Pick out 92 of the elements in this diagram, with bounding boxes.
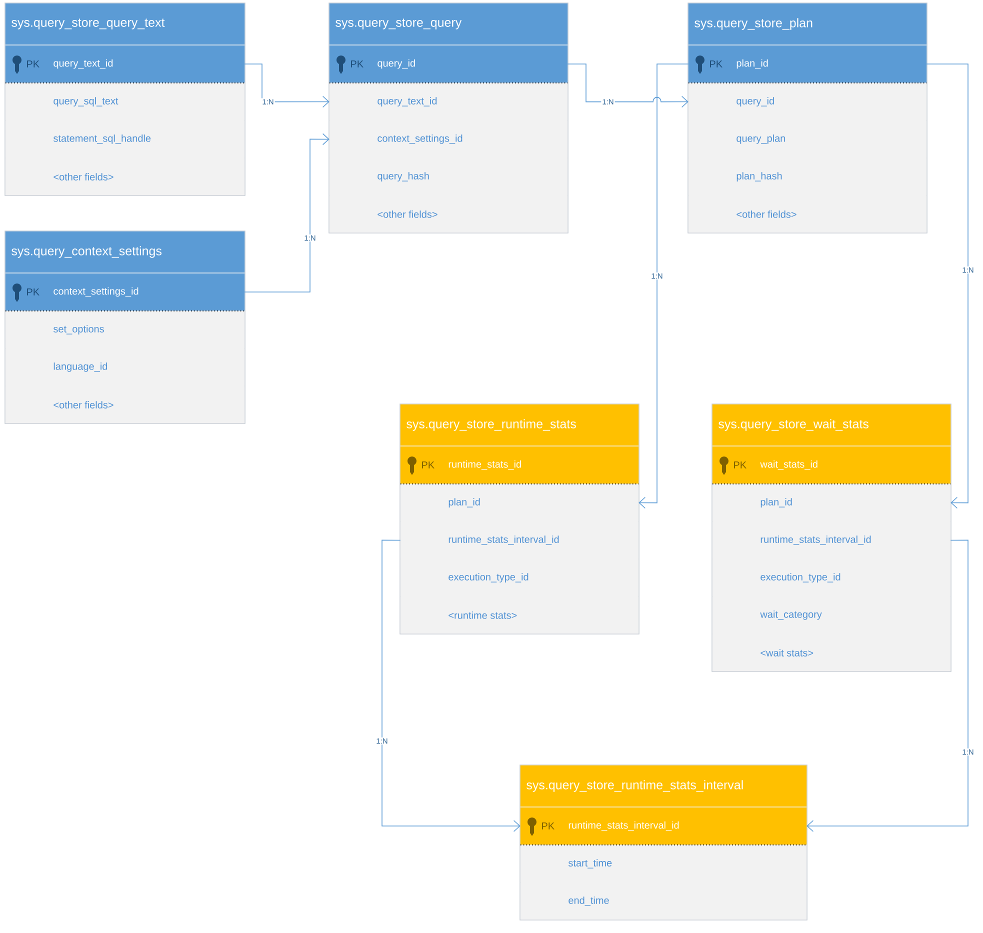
connector — [638, 64, 689, 509]
node-label: PK — [422, 462, 434, 468]
node-label: end_time — [568, 896, 609, 906]
node-label: query_plan — [736, 134, 786, 144]
node-label: sys.query_store_query_text — [12, 18, 165, 30]
field-row: set_options — [5, 311, 245, 348]
node-label: query_sql_text — [54, 97, 118, 106]
field-row: language_id — [5, 348, 245, 386]
node-label: start_time — [568, 859, 612, 868]
field-row: runtime_stats_interval_id — [712, 522, 951, 559]
node-label: context_settings_id — [54, 287, 138, 297]
node-label: plan_id — [448, 498, 480, 508]
field-row: <wait stats> — [712, 634, 951, 672]
node-label: query_hash — [378, 172, 429, 182]
node-label: statement_sql_handle — [53, 134, 151, 144]
field-row: <other fields> — [5, 386, 245, 424]
node-label: <other fields> — [54, 173, 114, 180]
node-label: plan_id — [736, 59, 768, 69]
field-row: execution_type_id — [712, 559, 951, 596]
node-label: sys.query_store_runtime_stats_interval — [526, 780, 743, 792]
field-row: <other fields> — [329, 196, 568, 233]
node-label: PK — [27, 288, 40, 296]
primary-key-row: PK query_text_id — [5, 45, 245, 83]
primary-key-row: PK wait_stats_id — [712, 446, 951, 484]
node-label: runtime_stats_interval_id — [760, 536, 871, 545]
node-label: PK — [542, 822, 554, 830]
field-row: query_text_id — [329, 83, 568, 120]
field-row: end_time — [520, 882, 807, 920]
node-label: <other fields> — [736, 210, 796, 218]
node-label: sys.query_context_settings — [12, 246, 162, 258]
node-label: plan_id — [760, 498, 792, 508]
node-label: PK — [710, 60, 722, 68]
table-header: sys.query_store_plan — [688, 3, 927, 45]
node-label: execution_type_id — [760, 573, 840, 582]
field-row: start_time — [520, 845, 807, 882]
connector — [806, 540, 968, 832]
table-header: sys.query_store_wait_stats — [712, 404, 951, 446]
node-label: <runtime stats> — [448, 612, 517, 619]
field-row: plan_id — [400, 484, 639, 522]
field-row: query_hash — [329, 158, 568, 196]
primary-key-row: PK plan_id — [688, 45, 927, 83]
node-label: execution_type_id — [448, 573, 528, 582]
primary-key-row: PK runtime_stats_id — [400, 446, 639, 484]
field-row: query_sql_text — [5, 83, 245, 120]
field-row: plan_hash — [688, 158, 927, 196]
connector — [244, 133, 330, 292]
field-row: query_plan — [688, 120, 927, 158]
table-header: sys.query_store_runtime_stats — [400, 404, 639, 446]
field-row: query_id — [688, 83, 927, 120]
field-row: context_settings_id — [329, 120, 568, 158]
node-label: wait_stats_id — [760, 460, 818, 470]
node-label: PK — [27, 60, 40, 68]
field-row: plan_id — [712, 484, 951, 522]
field-row: runtime_stats_interval_id — [400, 522, 639, 559]
node-label: <other fields> — [54, 401, 114, 408]
field-row: wait_category — [712, 596, 951, 634]
node-label: context_settings_id — [378, 134, 462, 144]
node-label: <other fields> — [378, 210, 438, 218]
node-label: sys.query_store_query — [336, 18, 462, 30]
node-label: sys.query_store_wait_stats — [718, 419, 869, 431]
connector — [244, 64, 330, 108]
field-row: <other fields> — [688, 196, 927, 233]
node-label: runtime_stats_interval_id — [448, 536, 559, 545]
table-header: sys.query_store_query_text — [5, 3, 245, 45]
node-label: <wait stats> — [760, 649, 814, 656]
node-label: plan_hash — [736, 172, 782, 182]
connector — [382, 540, 520, 832]
table-header: sys.query_context_settings — [5, 231, 245, 273]
node-label: sys.query_store_runtime_stats — [406, 419, 576, 431]
node-label: query_text_id — [54, 59, 113, 69]
node-label: PK — [734, 462, 746, 468]
field-row: <other fields> — [5, 158, 245, 196]
node-label: query_id — [736, 97, 774, 106]
node-label: wait_category — [760, 610, 822, 620]
primary-key-row: PK runtime_stats_interval_id — [520, 807, 807, 845]
node-label: query_id — [378, 59, 415, 69]
primary-key-row: PK context_settings_id — [5, 273, 245, 311]
field-row: statement_sql_handle — [5, 120, 245, 158]
field-row: execution_type_id — [400, 559, 639, 596]
node-label: query_text_id — [378, 97, 437, 106]
table-header: sys.query_store_query — [329, 3, 568, 45]
primary-key-row: PK query_id — [329, 45, 568, 83]
node-label: sys.query_store_plan — [694, 18, 812, 30]
field-row: <runtime stats> — [400, 596, 639, 634]
node-label: runtime_stats_interval_id — [568, 821, 679, 831]
node-label: set_options — [53, 325, 104, 334]
node-label: language_id — [54, 362, 108, 372]
connector — [926, 64, 968, 509]
connector — [567, 64, 688, 108]
node-label: runtime_stats_id — [448, 460, 521, 470]
node-label: PK — [351, 60, 364, 68]
table-header: sys.query_store_runtime_stats_interval — [520, 765, 807, 807]
